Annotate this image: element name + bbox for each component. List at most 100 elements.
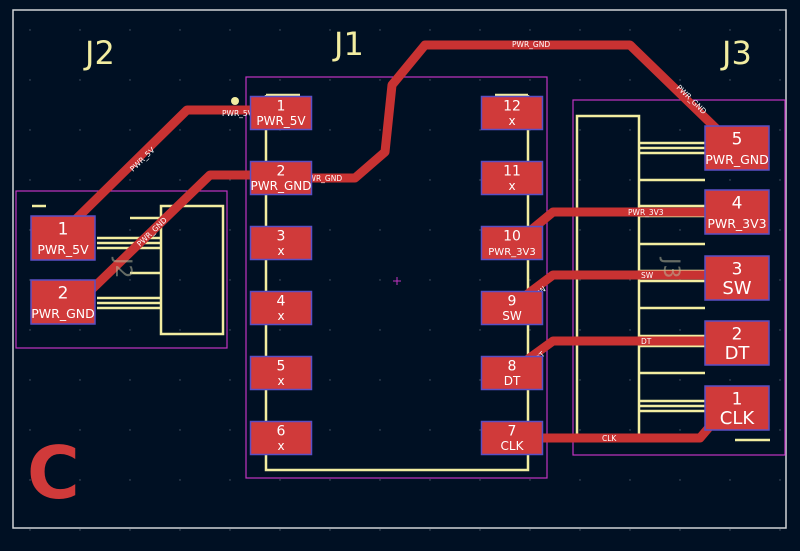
j2-silkscreen — [32, 204, 225, 336]
j1-pad-10-body[interactable] — [480, 225, 544, 261]
j1-pad-9[interactable]: 9SW — [480, 290, 544, 326]
j2-pad-1-body[interactable] — [30, 215, 96, 261]
grid-dot — [79, 529, 81, 531]
j1-pad-2-body[interactable] — [249, 160, 313, 196]
grid-dot — [629, 479, 631, 481]
grid-dot — [279, 329, 281, 331]
grid-dot — [379, 379, 381, 381]
grid-dot — [329, 479, 331, 481]
j3-pad-3[interactable]: 3SW — [704, 255, 770, 301]
grid-dot — [79, 29, 81, 31]
j2-pad-2-body[interactable] — [30, 279, 96, 325]
grid-dot — [679, 229, 681, 231]
grid-dot — [229, 329, 231, 331]
j1-pad-12-net: x — [508, 114, 515, 128]
j3-pad-1-body[interactable] — [704, 385, 770, 431]
j3-pad-2-net: DT — [725, 343, 751, 364]
grid-dot — [129, 329, 131, 331]
j1-pad-9-body[interactable] — [480, 290, 544, 326]
j1-silkscreen — [264, 93, 530, 472]
j1-pad-4[interactable]: 4x — [249, 290, 313, 326]
j1-pad-8-net: DT — [504, 374, 521, 388]
grid-dot — [579, 129, 581, 131]
grid-dot — [29, 129, 31, 131]
j1-pad-1-number: 1 — [277, 98, 286, 114]
grid-dot — [179, 229, 181, 231]
j1-pad-5-body[interactable] — [249, 355, 313, 391]
grid-dot — [429, 29, 431, 31]
grid-dot — [429, 229, 431, 231]
grid-dot — [79, 79, 81, 81]
grid-dot — [579, 379, 581, 381]
j3-pad-3-body[interactable] — [704, 255, 770, 301]
j3-pad-2[interactable]: 2DT — [704, 320, 770, 366]
j1-pad-2-number: 2 — [277, 163, 286, 179]
j3-pad-4-net: PWR_3V3 — [707, 216, 766, 231]
grid-dot — [229, 279, 231, 281]
grid-dot — [329, 429, 331, 431]
grid-dot — [279, 279, 281, 281]
grid-dot — [479, 79, 481, 81]
j1-pad-3-body[interactable] — [249, 225, 313, 261]
j1-pad-8[interactable]: 8DT — [480, 355, 544, 391]
grid-dot — [329, 229, 331, 231]
j1-pad-11[interactable]: 11x — [480, 160, 544, 196]
grid-dot — [579, 79, 581, 81]
j1-pad-9-net: SW — [502, 309, 522, 323]
grid-dot — [729, 79, 731, 81]
j1-pad-12-body[interactable] — [480, 95, 544, 131]
grid-dot — [79, 429, 81, 431]
j1-pad-1-body[interactable] — [249, 95, 313, 131]
j1-pad-11-body[interactable] — [480, 160, 544, 196]
j1-pad-6-number: 6 — [277, 423, 286, 439]
grid-dot — [779, 179, 781, 181]
grid-dot — [129, 279, 131, 281]
grid-dot — [629, 29, 631, 31]
grid-dot — [179, 279, 181, 281]
j3-pad-5-body[interactable] — [704, 125, 770, 171]
grid-dot — [779, 29, 781, 31]
j1-pad-12[interactable]: 12x — [480, 95, 544, 131]
trace-label-pwr-gnd-j1: PWR_GND — [304, 174, 342, 183]
j1-pad-8-body[interactable] — [480, 355, 544, 391]
j2-pad-1-number: 1 — [58, 219, 69, 239]
j3-pad-4-body[interactable] — [704, 189, 770, 235]
grid-dot — [779, 529, 781, 531]
grid-dot — [379, 429, 381, 431]
grid-dot — [679, 129, 681, 131]
pads: 1PWR_5V2PWR_GND3x4x5x6x7CLK8DT9SW10PWR_3… — [30, 95, 770, 456]
grid-dot — [279, 479, 281, 481]
grid-dot — [579, 329, 581, 331]
j1-pad-5[interactable]: 5x — [249, 355, 313, 391]
grid-dot — [479, 429, 481, 431]
grid-dot — [179, 429, 181, 431]
grid-dot — [679, 429, 681, 431]
j1-pad-3[interactable]: 3x — [249, 225, 313, 261]
grid-dot — [579, 429, 581, 431]
grid-dot — [579, 279, 581, 281]
j1-pad-6[interactable]: 6x — [249, 420, 313, 456]
grid-dot — [129, 129, 131, 131]
grid-dot — [379, 129, 381, 131]
grid-dot — [679, 79, 681, 81]
grid-dot — [429, 329, 431, 331]
grid-dot — [729, 479, 731, 481]
j3-pad-2-body[interactable] — [704, 320, 770, 366]
grid-dot — [779, 79, 781, 81]
j1-pad-8-number: 8 — [508, 358, 517, 374]
j1-pad-6-body[interactable] — [249, 420, 313, 456]
j1-pad-4-body[interactable] — [249, 290, 313, 326]
j1-pad-7-body[interactable] — [480, 420, 544, 456]
grid-dot — [529, 329, 531, 331]
grid-dot — [579, 529, 581, 531]
grid-dot — [229, 529, 231, 531]
